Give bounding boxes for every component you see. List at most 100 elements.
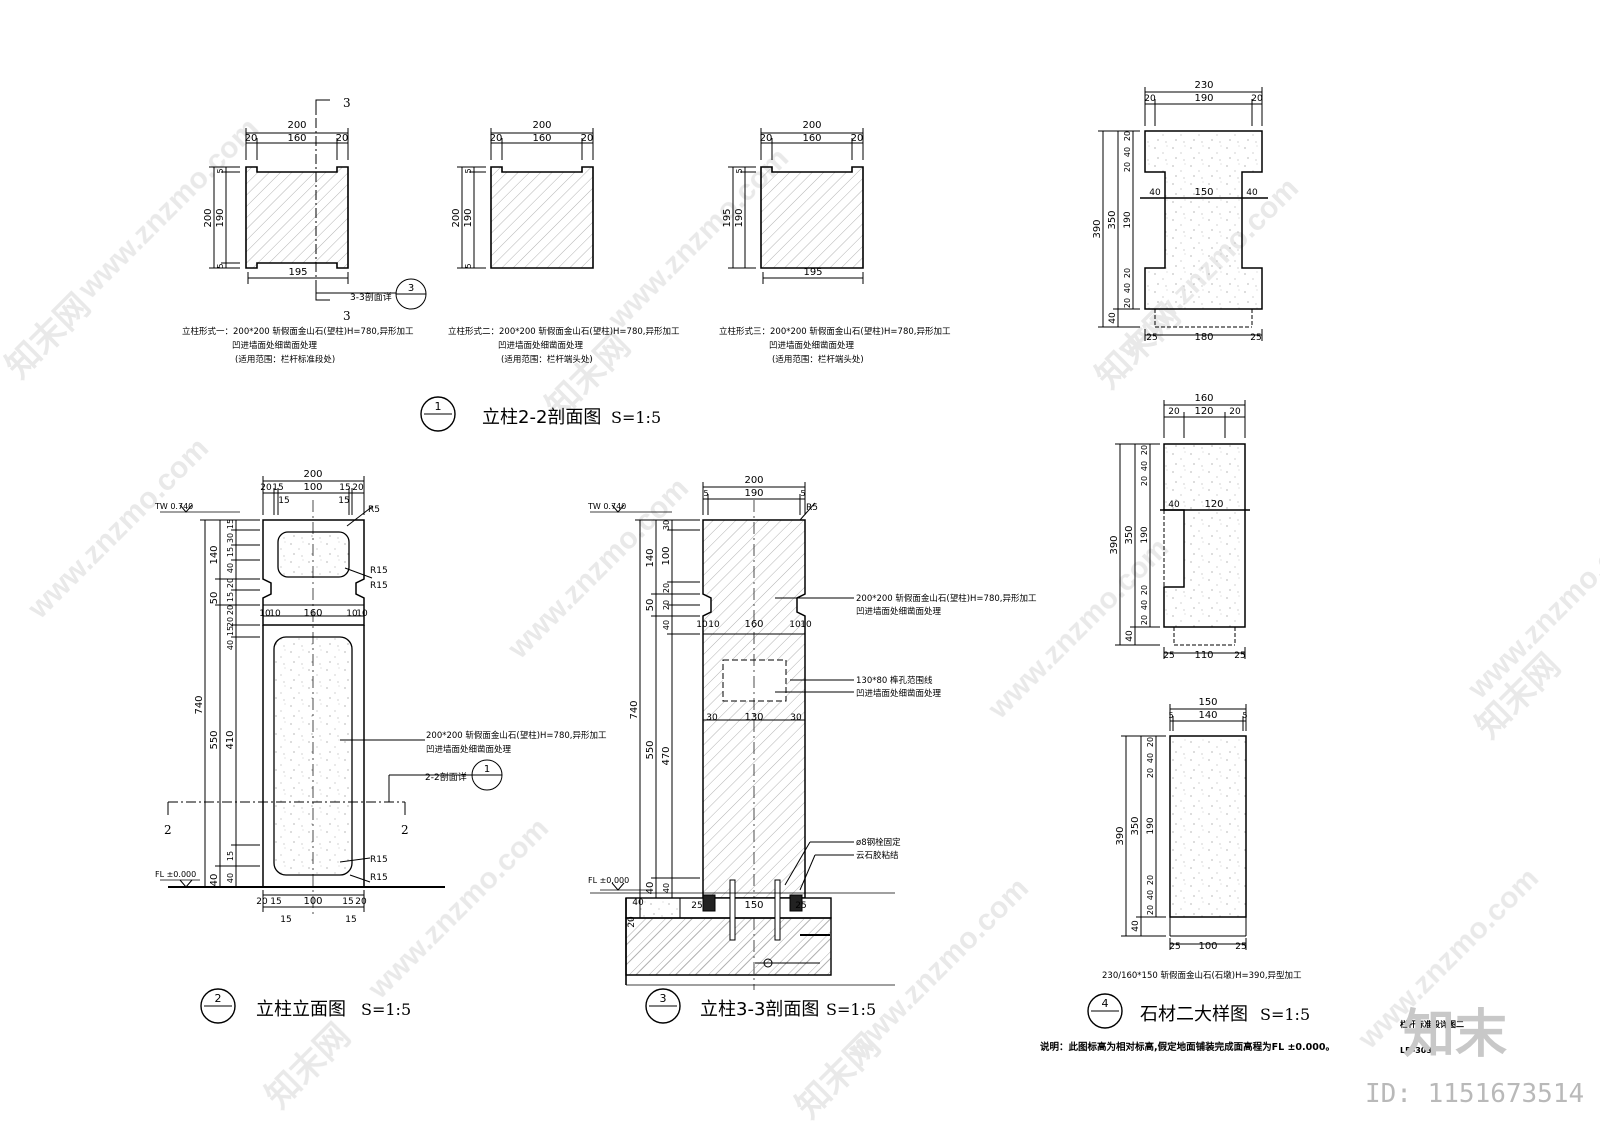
dim-label: 20: [1140, 615, 1149, 625]
dim-label: 390: [1109, 535, 1120, 554]
dim-label: 20: [260, 483, 272, 493]
dim-label: 200: [303, 469, 322, 480]
column-note: 立柱形式二：200*200 斩假面金山石(望柱)H=780,异形加工: [448, 326, 680, 337]
dim-label: 5: [800, 489, 805, 498]
dim-label: 10: [346, 609, 358, 619]
dim-label: 20: [662, 583, 671, 593]
column-note: 凹进墙面处细凿面处理: [769, 340, 855, 351]
section-2-2-texts: 200 20 160 20 200 5 190 5 195 3 3 3-3剖面详…: [182, 96, 951, 428]
dim-label: 40: [1108, 312, 1118, 324]
dim-label: 15: [226, 519, 235, 529]
dim-label: 40: [662, 883, 671, 893]
dim-label: 5: [1168, 711, 1173, 720]
column-elevation: [160, 476, 503, 1024]
dim-label: 20: [256, 897, 268, 907]
dim-label: 15: [345, 915, 356, 925]
dim-label: 25: [1250, 333, 1261, 343]
dim-label: 470: [661, 746, 672, 765]
column-form-2: [457, 128, 594, 269]
level-label: TW 0.740: [587, 502, 626, 511]
dim-label: 15: [338, 496, 349, 506]
dim-label: 20: [352, 483, 364, 493]
dim-label: 140: [1198, 710, 1217, 721]
level-label: FL ±0.000: [155, 870, 196, 879]
dim-label: 740: [629, 700, 640, 719]
dim-label: 550: [209, 730, 220, 749]
dim-label: 5: [216, 168, 225, 173]
dim-label: 20: [1146, 768, 1155, 778]
watermark-brand: 知末网: [789, 1027, 888, 1126]
dim-label: 40: [645, 882, 656, 895]
radius-label: R15: [370, 873, 388, 883]
dim-label: 740: [194, 695, 205, 714]
dim-label: 190: [215, 208, 226, 227]
material-note: 凹进墙面处细凿面处理: [426, 744, 512, 755]
dim-label: 15: [226, 851, 235, 861]
column-note: (适用范围：栏杆标准段处): [235, 354, 335, 365]
dim-label: 20: [336, 133, 349, 144]
dim-label: 10: [269, 609, 281, 619]
dim-label: 140: [209, 545, 220, 564]
drawing-title: 立柱立面图: [256, 999, 346, 1020]
dim-label: 20: [1229, 407, 1241, 417]
ref-num: 1: [484, 764, 490, 775]
section-3-3-texts: TW 0.740 FL ±0.000 200 5 190 5 R5 10 10 …: [587, 475, 1037, 1020]
dim-label: 190: [1194, 93, 1213, 104]
dim-label: 40: [1246, 188, 1258, 198]
title-circle-num: 2: [215, 992, 222, 1005]
watermark-text: www.znzmo.com: [361, 812, 555, 1006]
dim-label: 160: [287, 133, 306, 144]
radius-label: R5: [806, 503, 818, 513]
watermark-brand: 知末网: [259, 1017, 358, 1116]
dim-label: 150: [1194, 187, 1213, 198]
dim-label: 140: [645, 548, 656, 567]
logo-text: 知末: [1403, 1006, 1507, 1064]
dim-label: 40: [1168, 500, 1180, 510]
ref-num: 3: [408, 283, 414, 294]
dim-label: 180: [1194, 332, 1213, 343]
column-note: 凹进墙面处细凿面处理: [232, 340, 318, 351]
dim-label: 20: [1123, 162, 1132, 172]
dim-label: 20: [581, 133, 594, 144]
dim-label: 30: [706, 713, 718, 723]
dim-label: 40: [1123, 147, 1132, 157]
dim-label: 230: [1194, 80, 1213, 91]
stone-piece-1: [1098, 87, 1268, 341]
dim-label: 25: [795, 901, 806, 911]
dim-label: 40: [662, 620, 671, 630]
watermark-text: www.znzmo.com: [71, 112, 265, 306]
dim-label: 190: [734, 208, 745, 227]
radius-label: R15: [370, 566, 388, 576]
cut-label: 3: [343, 309, 351, 323]
stone-detail-texts: 230 20 190 20 40 150 40 25 180 25 390 35…: [1092, 80, 1310, 1025]
dim-label: 10: [259, 609, 271, 619]
radius-label: R5: [368, 505, 380, 515]
dim-label: 50: [645, 599, 656, 612]
dim-label: 15: [226, 547, 235, 557]
level-label: FL ±0.000: [588, 876, 629, 885]
dim-label: 5: [464, 168, 473, 173]
column-note: 立柱形式一：200*200 斩假面金山石(望柱)H=780,异形加工: [182, 326, 414, 337]
material-note: 凹进墙面处细凿面处理: [856, 688, 942, 699]
dim-label: 160: [802, 133, 821, 144]
drawing-scale: S=1:5: [826, 1000, 876, 1019]
dim-label: 15: [270, 897, 281, 907]
dim-label: 190: [744, 488, 763, 499]
column-note: (适用范围：栏杆端头处): [501, 354, 593, 365]
dim-label: 20: [662, 600, 671, 610]
dim-label: 5: [216, 263, 225, 268]
column-note: (适用范围：栏杆端头处): [772, 354, 864, 365]
sheet-name: 栏杆标准段详图二: [1400, 1019, 1464, 1029]
watermark-text: www.znzmo.com: [501, 472, 695, 666]
dim-label: 160: [744, 619, 763, 630]
sheet-number: LD-303: [1400, 1046, 1432, 1055]
dim-label: 20: [760, 133, 773, 144]
dim-label: 410: [225, 730, 236, 749]
id-label: ID: 1151673514: [1365, 1079, 1584, 1109]
dim-label: 200: [287, 120, 306, 131]
column-form-3: [728, 128, 864, 284]
material-note: 凹进墙面处细凿面处理: [856, 606, 942, 617]
dim-label: 150: [1198, 697, 1217, 708]
dim-label: 20: [245, 133, 258, 144]
